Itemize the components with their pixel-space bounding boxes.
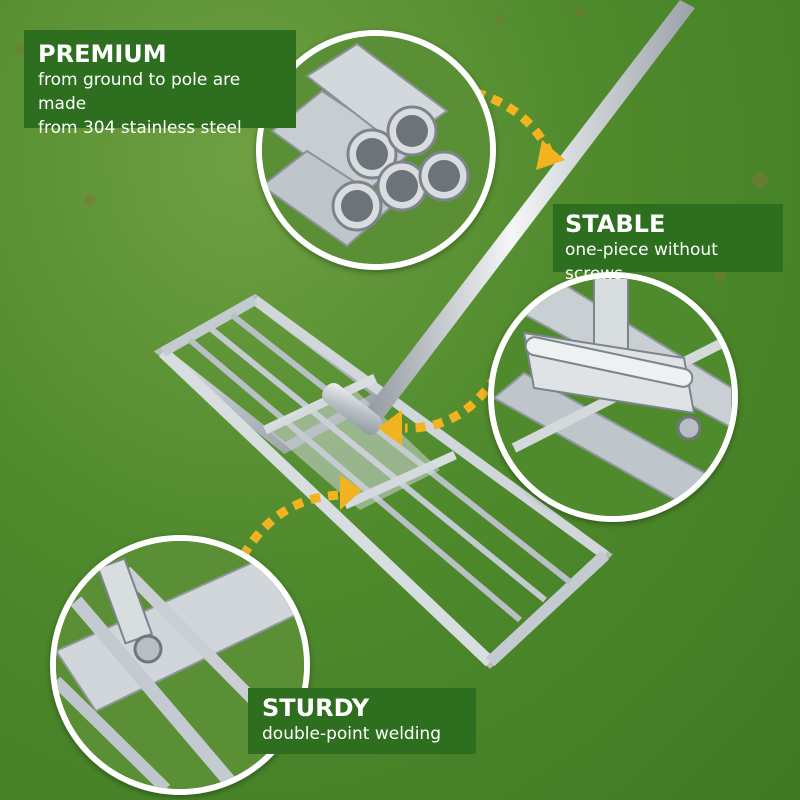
callout-sturdy: STURDY double-point welding <box>248 688 476 754</box>
arrow-stable <box>404 357 510 433</box>
weld-zoom-circle <box>50 535 310 795</box>
rake-frame <box>154 294 613 669</box>
callout-title: STABLE <box>565 210 666 238</box>
callout-text: from 304 stainless steel <box>38 118 242 138</box>
callout-text: from ground to pole are made <box>38 70 241 114</box>
tubes-zoom-circle <box>256 30 496 270</box>
steel-tubes-image <box>262 36 490 264</box>
callout-stable: STABLE one-piece without screws <box>553 204 783 284</box>
pole-joint-image <box>494 278 732 516</box>
callout-title: PREMIUM <box>38 40 167 68</box>
joint-zoom-circle <box>488 272 738 522</box>
rake-pole <box>322 0 695 435</box>
arrow-premium <box>439 80 553 153</box>
callout-text: one-piece without screws <box>565 240 718 284</box>
callout-premium: PREMIUM from ground to pole are made fro… <box>24 30 296 138</box>
arrowheads <box>340 140 565 510</box>
callout-text: double-point welding <box>262 724 441 744</box>
callout-title: STURDY <box>262 694 370 722</box>
